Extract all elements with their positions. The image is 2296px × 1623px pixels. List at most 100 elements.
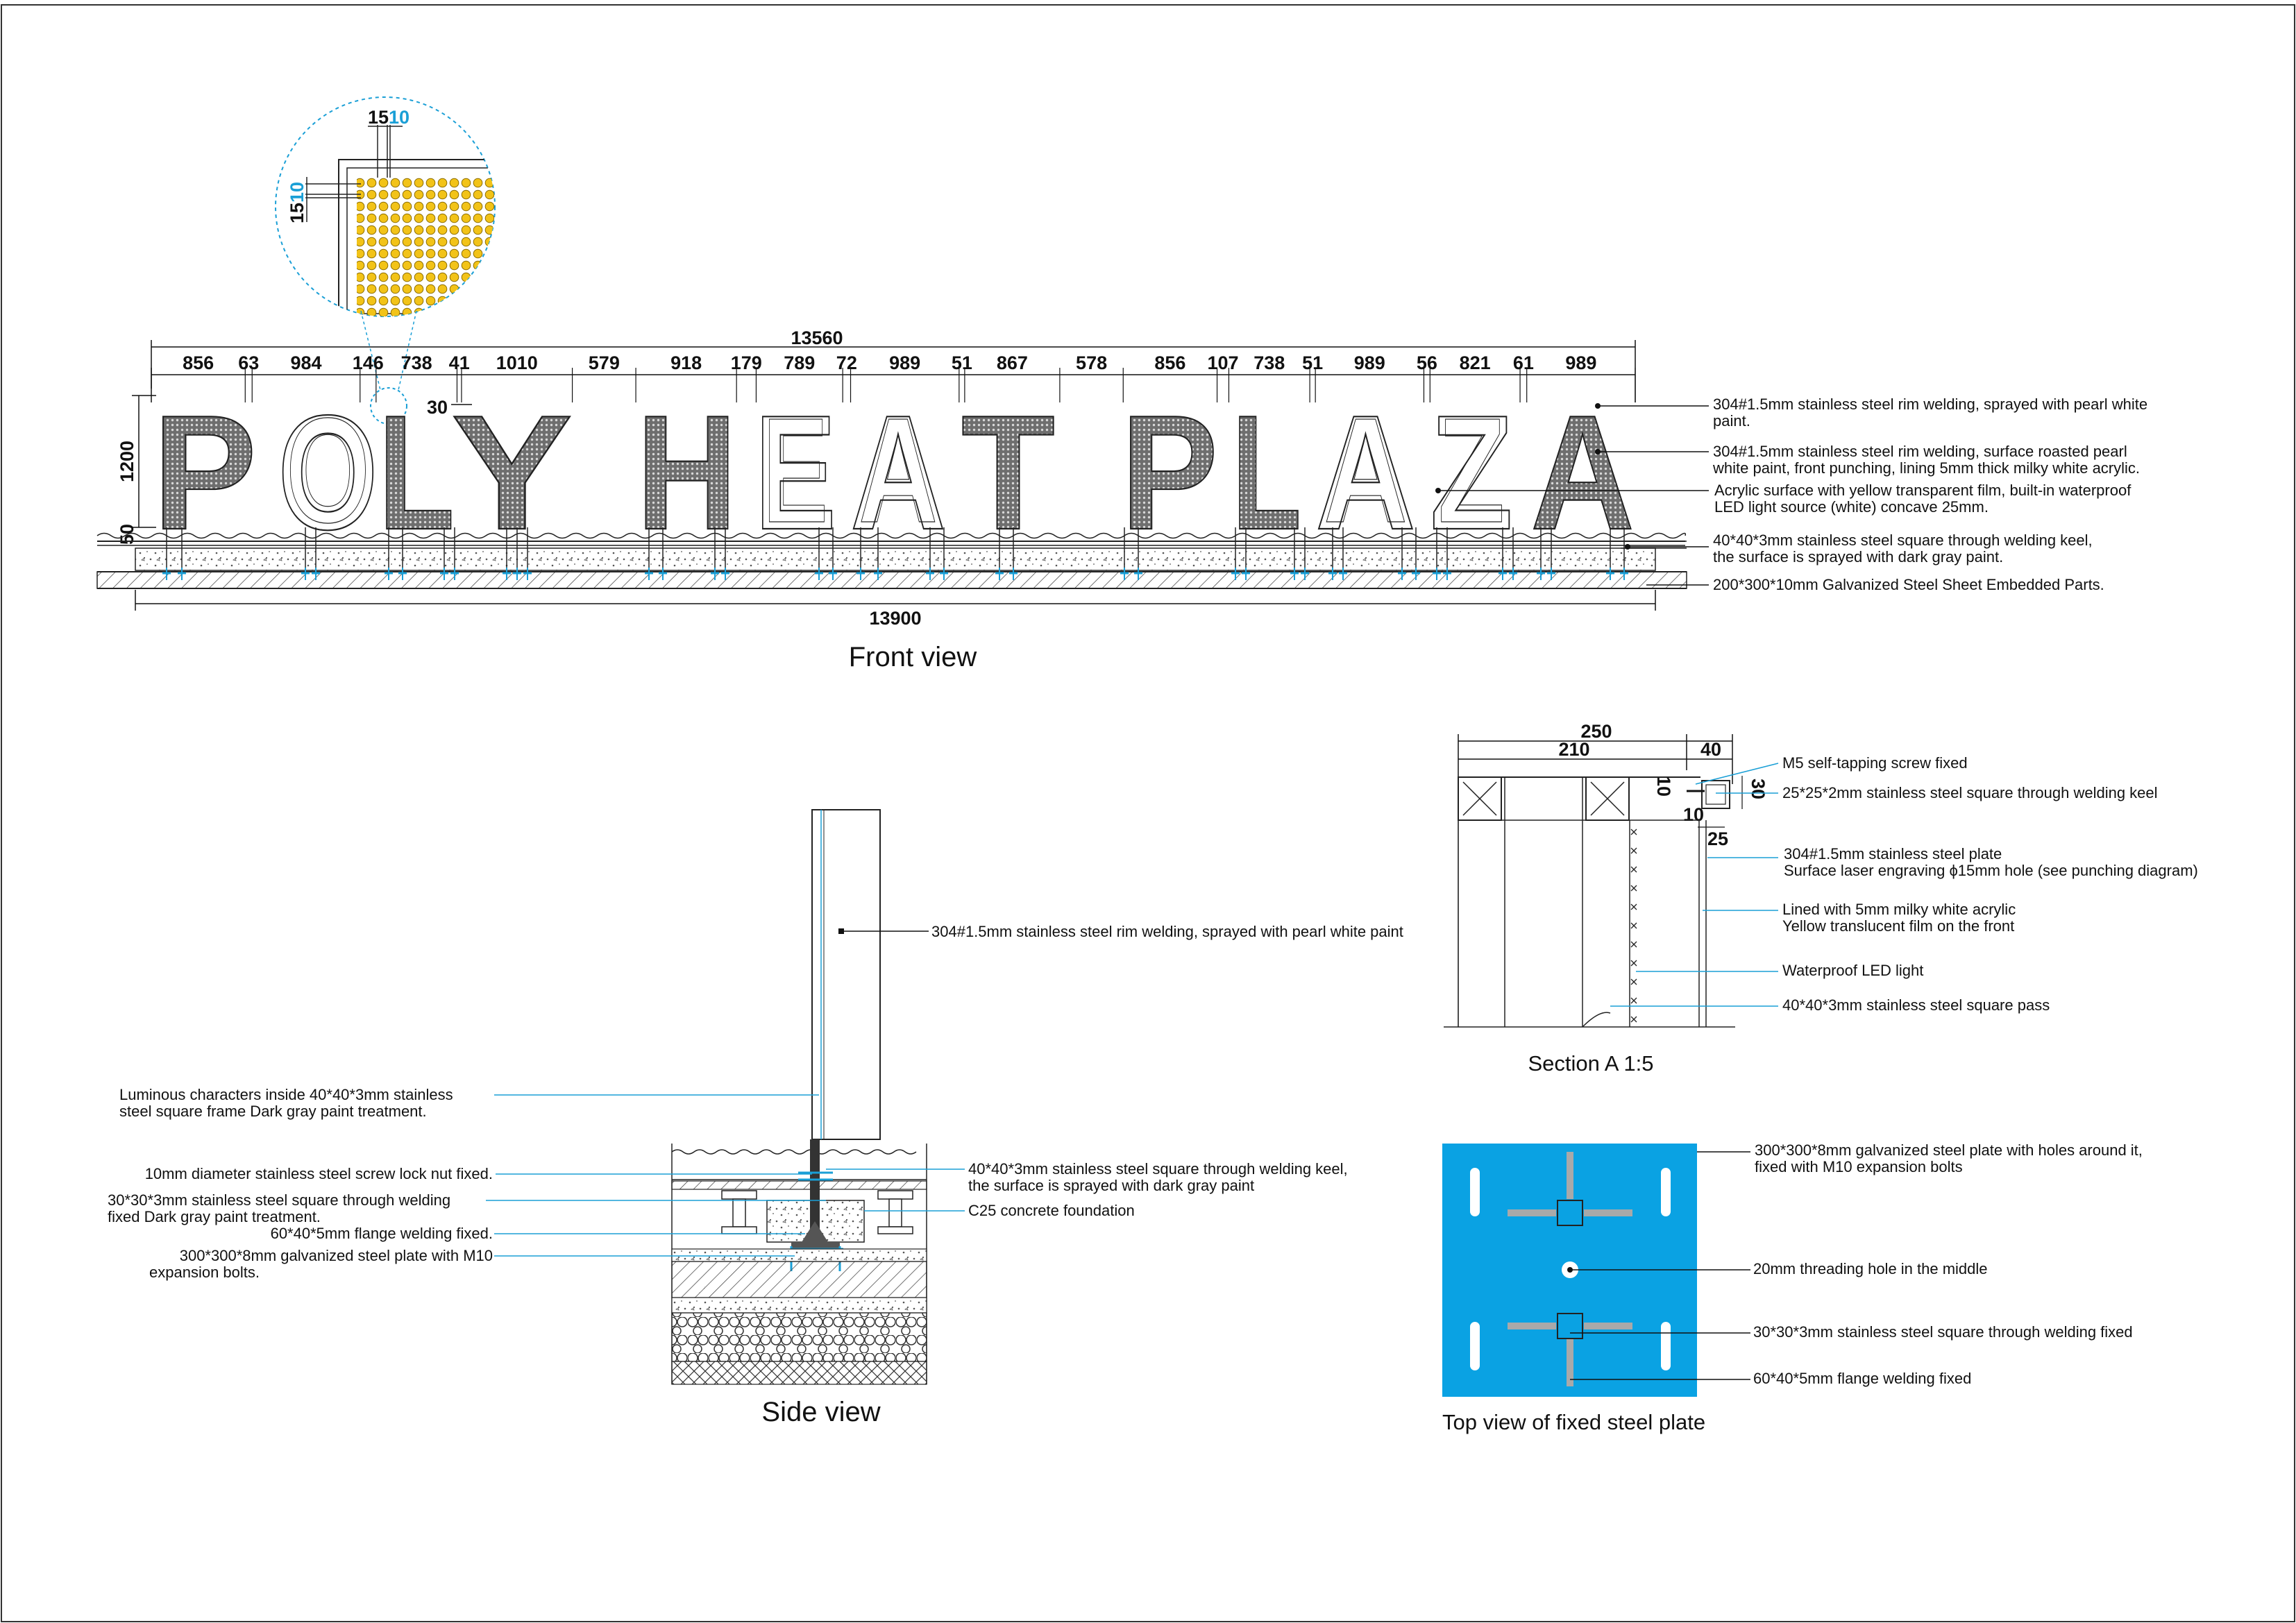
segment-dim: 821 (1460, 352, 1491, 373)
sec-dim-25: 25 (1707, 829, 1728, 849)
side-view: 304#1.5mm stainless steel rim welding, s… (108, 809, 1403, 1427)
dim-overall-width: 13560 (791, 328, 843, 348)
annotation-text: Acrylic surface with yellow transparent … (1714, 482, 2132, 499)
sec-dim-10h: 10 (1683, 804, 1704, 825)
sec-dim-30: 30 (1748, 779, 1769, 799)
top-plate-title: Top view of fixed steel plate (1442, 1410, 1705, 1434)
annotation-text: 60*40*5mm flange welding fixed (1753, 1370, 1971, 1387)
annotation-text: 20mm threading hole in the middle (1753, 1260, 1988, 1277)
section-a: 250 210 40 10 10 30 25 (1444, 721, 2198, 1076)
segment-dim: 856 (1154, 352, 1185, 373)
annotation-text: fixed with M10 expansion bolts (1755, 1158, 1963, 1175)
segment-dim: 738 (1253, 352, 1285, 373)
segment-dim: 989 (1565, 352, 1596, 373)
letter-inner-outline: A (859, 386, 938, 554)
segment-dim: 789 (784, 352, 815, 373)
annotation-text: Yellow translucent film on the front (1782, 917, 2014, 935)
detail-dim-side-b: 10 (287, 182, 307, 203)
annotation-text: white paint, front punching, lining 5mm … (1712, 459, 2140, 477)
sign-letter: L (378, 381, 455, 563)
segment-dim: 56 (1417, 352, 1437, 373)
sec-dim-inner: 210 (1558, 739, 1589, 760)
segment-dim: 63 (238, 352, 259, 373)
sign-letter: Z (1430, 381, 1513, 563)
segment-dim: 579 (589, 352, 620, 373)
side-leaders (486, 928, 965, 1257)
annotation-text: 40*40*3mm stainless steel square pass (1782, 996, 2050, 1014)
segment-dim: 51 (1302, 352, 1323, 373)
annotation-text: Lined with 5mm milky white acrylic (1782, 901, 2016, 918)
letter-inner-outline: Z (1438, 386, 1505, 554)
annotation-text: 10mm diameter stainless steel screw lock… (145, 1165, 493, 1182)
segment-dim: 72 (836, 352, 857, 373)
annotation-text: 304#1.5mm stainless steel rim welding, s… (1713, 443, 2127, 460)
segment-dim: 51 (952, 352, 972, 373)
front-view-notes: 304#1.5mm stainless steel rim welding, s… (1712, 396, 2147, 593)
annotation-text: Waterproof LED light (1782, 962, 1923, 979)
sign-letter: Y (451, 381, 573, 563)
segment-dim: 1010 (496, 352, 538, 373)
segment-dim: 856 (183, 352, 214, 373)
annotation-text: M5 self-tapping screw fixed (1782, 754, 1968, 772)
annotation-text: 30*30*3mm stainless steel square through… (108, 1191, 450, 1209)
annotation-text: C25 concrete foundation (968, 1202, 1135, 1219)
sign-letter: A (1315, 381, 1416, 563)
front-leaders (1435, 403, 1709, 586)
height-dimensions: 1200 50 (117, 395, 156, 545)
annotation-text: 304#1.5mm stainless steel plate (1784, 845, 2002, 863)
base-dimension: 13900 (135, 590, 1656, 629)
annotation-text: steel square frame Dark gray paint treat… (119, 1103, 427, 1120)
front-view-title: Front view (849, 642, 977, 672)
segment-dim: 146 (353, 352, 384, 373)
top-plate-view: 300*300*8mm galvanized steel plate with … (1442, 1141, 2143, 1434)
annotation-text: 300*300*8mm galvanized steel plate with … (180, 1247, 493, 1264)
sign-letter: T (961, 381, 1055, 563)
sec-dim-overall: 250 (1580, 721, 1612, 742)
annotation-text: 30*30*3mm stainless steel square through… (1753, 1323, 2133, 1341)
annotation-text: 200*300*10mm Galvanized Steel Sheet Embe… (1713, 576, 2104, 593)
annotation-text: 40*40*3mm stainless steel square through… (968, 1160, 1348, 1178)
letter-inner-outline: O (286, 386, 370, 554)
sign-letter: P (1121, 381, 1218, 563)
segment-dim: 107 (1207, 352, 1238, 373)
detail-dim-side-a: 15 (287, 203, 307, 223)
overall-dimension: 13560 (151, 328, 1636, 402)
segment-dim: 989 (889, 352, 920, 373)
side-view-title: Side view (761, 1397, 880, 1427)
detail-dim-top-b: 10 (389, 107, 410, 128)
annotation-text: fixed Dark gray paint treatment. (108, 1208, 321, 1225)
section-a-title: Section A 1:5 (1528, 1051, 1654, 1076)
segment-dim: 867 (997, 352, 1028, 373)
segment-dim: 918 (670, 352, 702, 373)
annotation-text: 40*40*3mm stainless steel square through… (1713, 532, 2093, 549)
annotation-text: the surface is sprayed with dark gray pa… (968, 1177, 1254, 1194)
annotation-text: LED light source (white) concave 25mm. (1714, 498, 1989, 516)
annotation-text: 300*300*8mm galvanized steel plate with … (1755, 1141, 2143, 1159)
annotation-text: Luminous characters inside 40*40*3mm sta… (119, 1086, 453, 1103)
dim-base-width: 13900 (869, 608, 921, 629)
segment-dim: 179 (731, 352, 762, 373)
plate-leaders (1567, 1151, 1750, 1380)
segment-dim: 989 (1354, 352, 1385, 373)
letter-inner-outline: E (763, 386, 828, 554)
dim-gap-30: 30 (427, 397, 448, 418)
side-view-notes: 304#1.5mm stainless steel rim welding, s… (108, 923, 1403, 1281)
section-a-notes: M5 self-tapping screw fixed 25*25*2mm sta… (1782, 754, 2198, 1014)
annotation-text: 304#1.5mm stainless steel rim welding, s… (931, 923, 1403, 940)
segment-dim: 578 (1076, 352, 1107, 373)
section-leaders (1610, 763, 1779, 1007)
annotation-text: 60*40*5mm flange welding fixed. (271, 1225, 493, 1242)
sign-letter: P (153, 381, 257, 563)
letter-inner-outline: A (1324, 386, 1408, 554)
segment-dim: 738 (401, 352, 432, 373)
annotation-text: 304#1.5mm stainless steel rim welding, s… (1713, 396, 2147, 413)
top-plate-notes: 300*300*8mm galvanized steel plate with … (1753, 1141, 2143, 1387)
annotation-text: the surface is sprayed with dark gray pa… (1713, 548, 2003, 566)
sec-dim-tube: 40 (1700, 739, 1721, 760)
sec-dim-10v: 10 (1653, 776, 1674, 797)
annotation-text: Surface laser engraving ϕ15mm hole (see … (1784, 862, 2198, 879)
annotation-text: 25*25*2mm stainless steel square through… (1782, 784, 2158, 801)
